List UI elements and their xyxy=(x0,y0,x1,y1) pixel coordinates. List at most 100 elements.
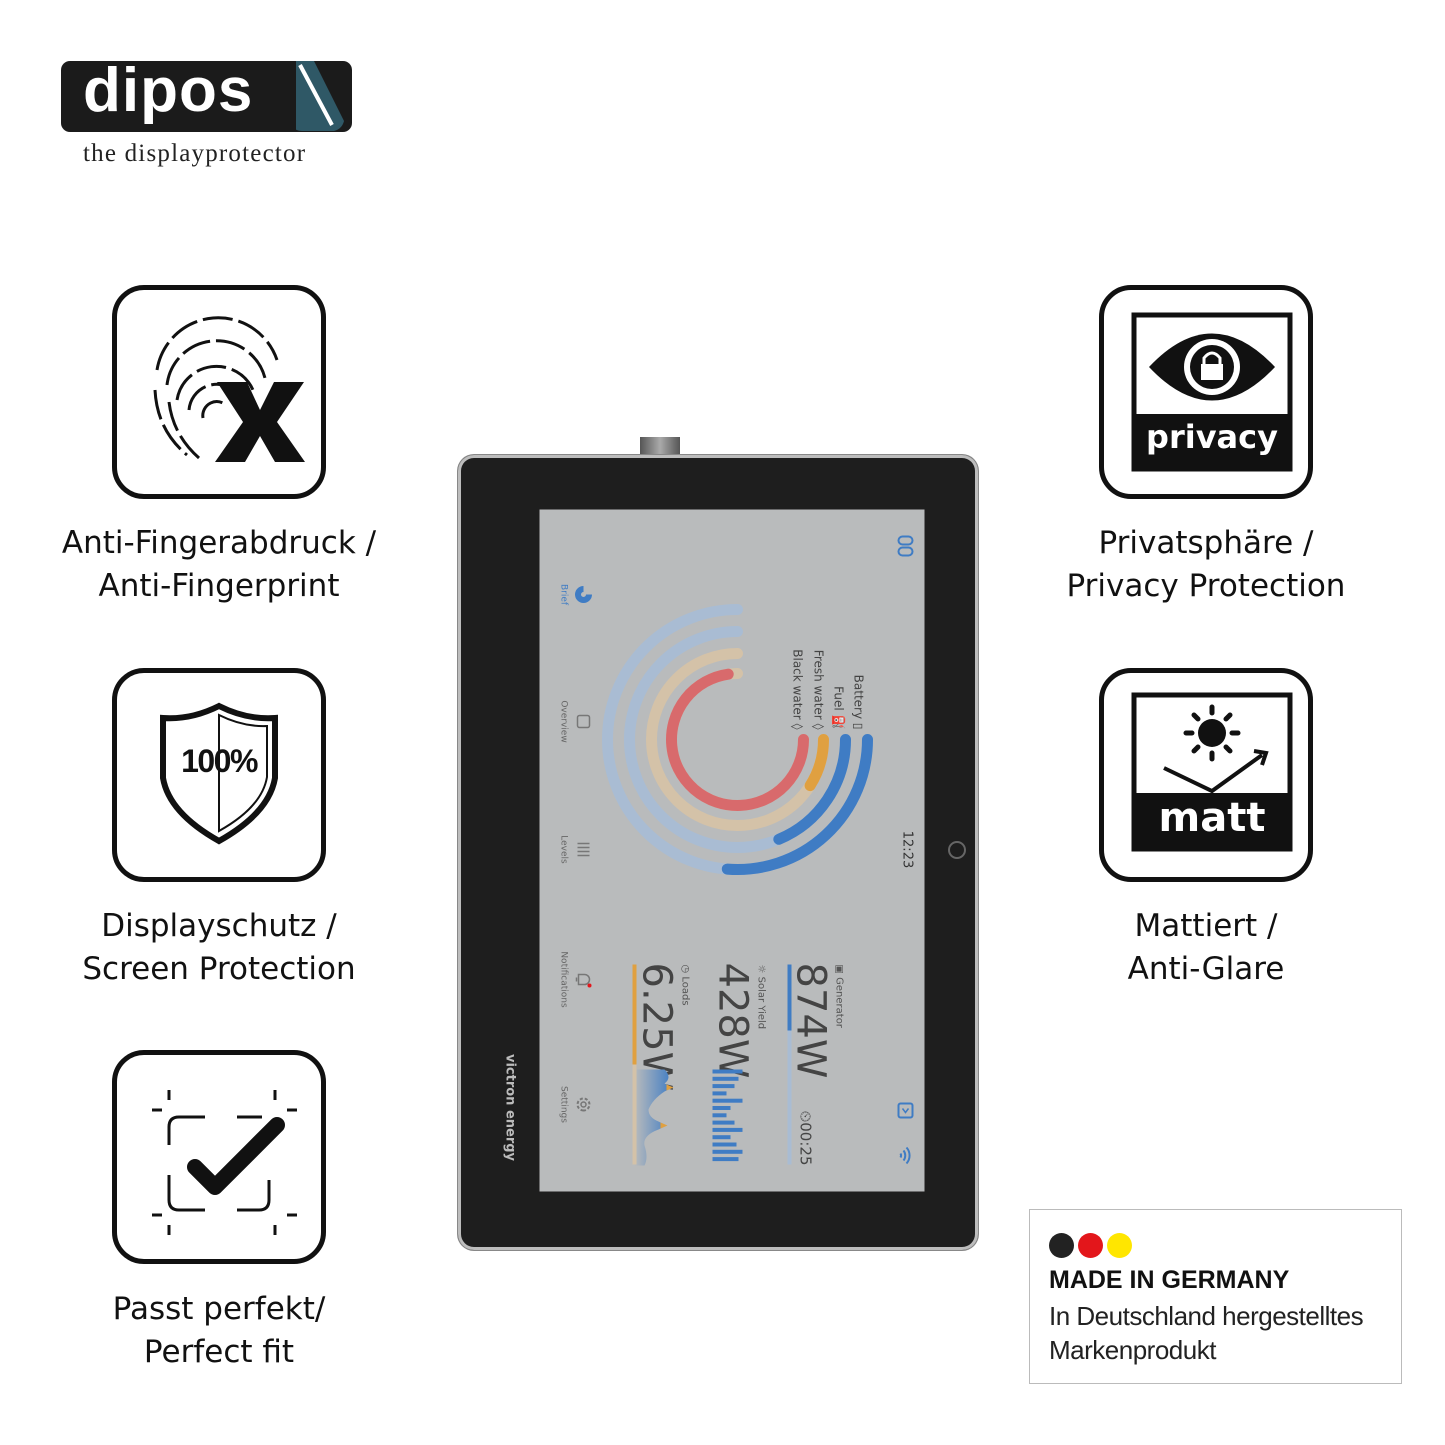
solar-bar xyxy=(712,1157,739,1162)
label-text: Black water xyxy=(790,649,805,720)
solar-bar xyxy=(712,1142,737,1147)
nav-levels[interactable]: Levels xyxy=(559,800,595,900)
label-line: Anti-Glare xyxy=(1127,951,1285,987)
label-text: Fuel xyxy=(831,686,846,711)
label-line: Passt perfekt/ xyxy=(112,1291,326,1327)
wifi-status-icon[interactable] xyxy=(897,1146,915,1166)
nav-label: Settings xyxy=(558,1086,569,1123)
solar-yield-label: ☼ Solar Yield xyxy=(755,964,767,1030)
generator-power: 874W xyxy=(787,962,834,1079)
solar-bar xyxy=(712,1120,735,1125)
feature-label-privacy: Privatsphäre / Privacy Protection xyxy=(996,522,1416,608)
feature-anti-glare-icon: matt xyxy=(1099,668,1313,882)
logo-wordmark: dipos xyxy=(83,56,254,125)
label-line: Displayschutz / xyxy=(101,908,337,944)
brief-gauge-icon xyxy=(575,586,592,603)
label-text: Generator xyxy=(833,977,845,1028)
bell-icon xyxy=(575,973,592,988)
generator-progress-fill xyxy=(787,964,792,1031)
solar-yield-bar-chart xyxy=(712,1069,743,1162)
tank-level-gauges xyxy=(602,604,873,875)
label-line: Privacy Protection xyxy=(1066,568,1346,604)
badge-line: Markenprodukt xyxy=(1049,1335,1216,1365)
matt-text: matt xyxy=(1158,795,1266,841)
solar-bar xyxy=(712,1135,731,1140)
label-line: Screen Protection xyxy=(82,951,356,987)
generator-label: ▣ Generator xyxy=(833,964,845,1028)
generator-runtime: ⏲00:25 xyxy=(796,1110,815,1166)
feature-label-screen-protection: Displayschutz / Screen Protection xyxy=(9,905,429,991)
gauge-fill-black-water xyxy=(666,668,809,811)
dipos-logo: dipos xyxy=(61,56,352,132)
flag-dot-red xyxy=(1078,1233,1103,1258)
display-toggle-icon[interactable] xyxy=(897,1102,915,1120)
label-text: Solar Yield xyxy=(755,976,767,1030)
solar-bar xyxy=(712,1076,739,1081)
nav-notifications[interactable]: Notifications xyxy=(559,930,595,1030)
nav-settings[interactable]: Settings xyxy=(559,1055,595,1155)
label-text: Battery xyxy=(851,674,866,720)
solar-yield-power: 428W xyxy=(709,962,756,1079)
nav-label: Levels xyxy=(558,835,569,864)
solar-bar xyxy=(712,1106,731,1110)
solar-bar xyxy=(712,1127,743,1132)
loads-area-chart xyxy=(634,1069,674,1166)
feature-anti-fingerprint-icon xyxy=(112,285,326,499)
solar-bar xyxy=(712,1084,735,1089)
loads-progress-fill xyxy=(632,964,637,1065)
levels-bars-icon xyxy=(577,842,590,857)
solar-bar xyxy=(712,1113,727,1118)
nav-label: Overview xyxy=(558,700,569,743)
label-text: Fresh water xyxy=(811,649,826,720)
gear-icon xyxy=(576,1097,591,1112)
feature-screen-protection-icon: 100% xyxy=(112,668,326,882)
gauge-label-fuel: Fuel ⛽ xyxy=(831,686,846,730)
feature-label-anti-glare: Mattiert / Anti-Glare xyxy=(996,905,1416,991)
feature-perfect-fit-icon xyxy=(112,1050,326,1264)
feature-label-anti-fingerprint: Anti-Fingerabdruck / Anti-Fingerprint xyxy=(9,522,429,608)
solar-bar xyxy=(712,1069,743,1074)
made-in-germany-badge: MADE IN GERMANY In Deutschland hergestel… xyxy=(1029,1209,1402,1384)
gauge-track xyxy=(646,648,829,831)
device-screen[interactable]: 12:23 Battery ▯ Fuel ⛽ Fresh water ◊ Bla… xyxy=(539,509,925,1192)
gauge-label-fresh-water: Fresh water ◊ xyxy=(811,649,826,730)
gauge-label-battery: Battery ▯ xyxy=(851,674,866,730)
badge-title: MADE IN GERMANY xyxy=(1049,1266,1290,1294)
feature-label-perfect-fit: Passt perfekt/ Perfect fit xyxy=(9,1288,429,1374)
badge-line: In Deutschland hergestelltes xyxy=(1049,1301,1364,1331)
label-line: Anti-Fingerprint xyxy=(98,568,340,604)
label-line: Perfect fit xyxy=(143,1334,295,1370)
status-pill-icon xyxy=(897,535,914,557)
solar-bar xyxy=(712,1149,743,1154)
victron-energy-logo: victron energy xyxy=(502,1053,518,1162)
loads-progress xyxy=(632,964,637,1165)
nav-brief[interactable]: Brief xyxy=(559,545,595,645)
peel-corner-icon xyxy=(292,61,344,131)
flag-dot-black xyxy=(1049,1233,1074,1258)
solar-bar xyxy=(712,1098,743,1103)
badge-subtitle: In Deutschland hergestelltes Markenprodu… xyxy=(1049,1299,1364,1367)
camera-icon xyxy=(948,841,966,859)
gauge-fill-battery xyxy=(721,734,873,875)
label-line: Mattiert / xyxy=(1134,908,1278,944)
loads-label: ◷ Loads xyxy=(679,964,691,1006)
label-line: Privatsphäre / xyxy=(1098,525,1314,561)
gauge-fill-fuel xyxy=(773,734,851,845)
feature-privacy-icon: privacy xyxy=(1099,285,1313,499)
runtime-text: 00:25 xyxy=(796,1122,815,1166)
gauge-label-black-water: Black water ◊ xyxy=(790,649,805,730)
solar-bar xyxy=(712,1091,727,1096)
nav-label: Notifications xyxy=(558,951,569,1008)
logo-tagline: the displayprotector xyxy=(83,140,307,167)
device-connector xyxy=(640,437,680,455)
generator-progress xyxy=(787,964,792,1165)
overview-square-icon xyxy=(576,714,591,729)
flag-dot-gold xyxy=(1107,1233,1132,1258)
shield-100-text: 100% xyxy=(181,743,258,779)
gauge-fill-fresh-water xyxy=(804,734,829,792)
label-text: Loads xyxy=(679,976,691,1006)
label-line: Anti-Fingerabdruck / xyxy=(61,525,377,561)
nav-overview[interactable]: Overview xyxy=(559,672,595,772)
nav-label: Brief xyxy=(558,583,569,606)
privacy-text: privacy xyxy=(1146,418,1278,456)
